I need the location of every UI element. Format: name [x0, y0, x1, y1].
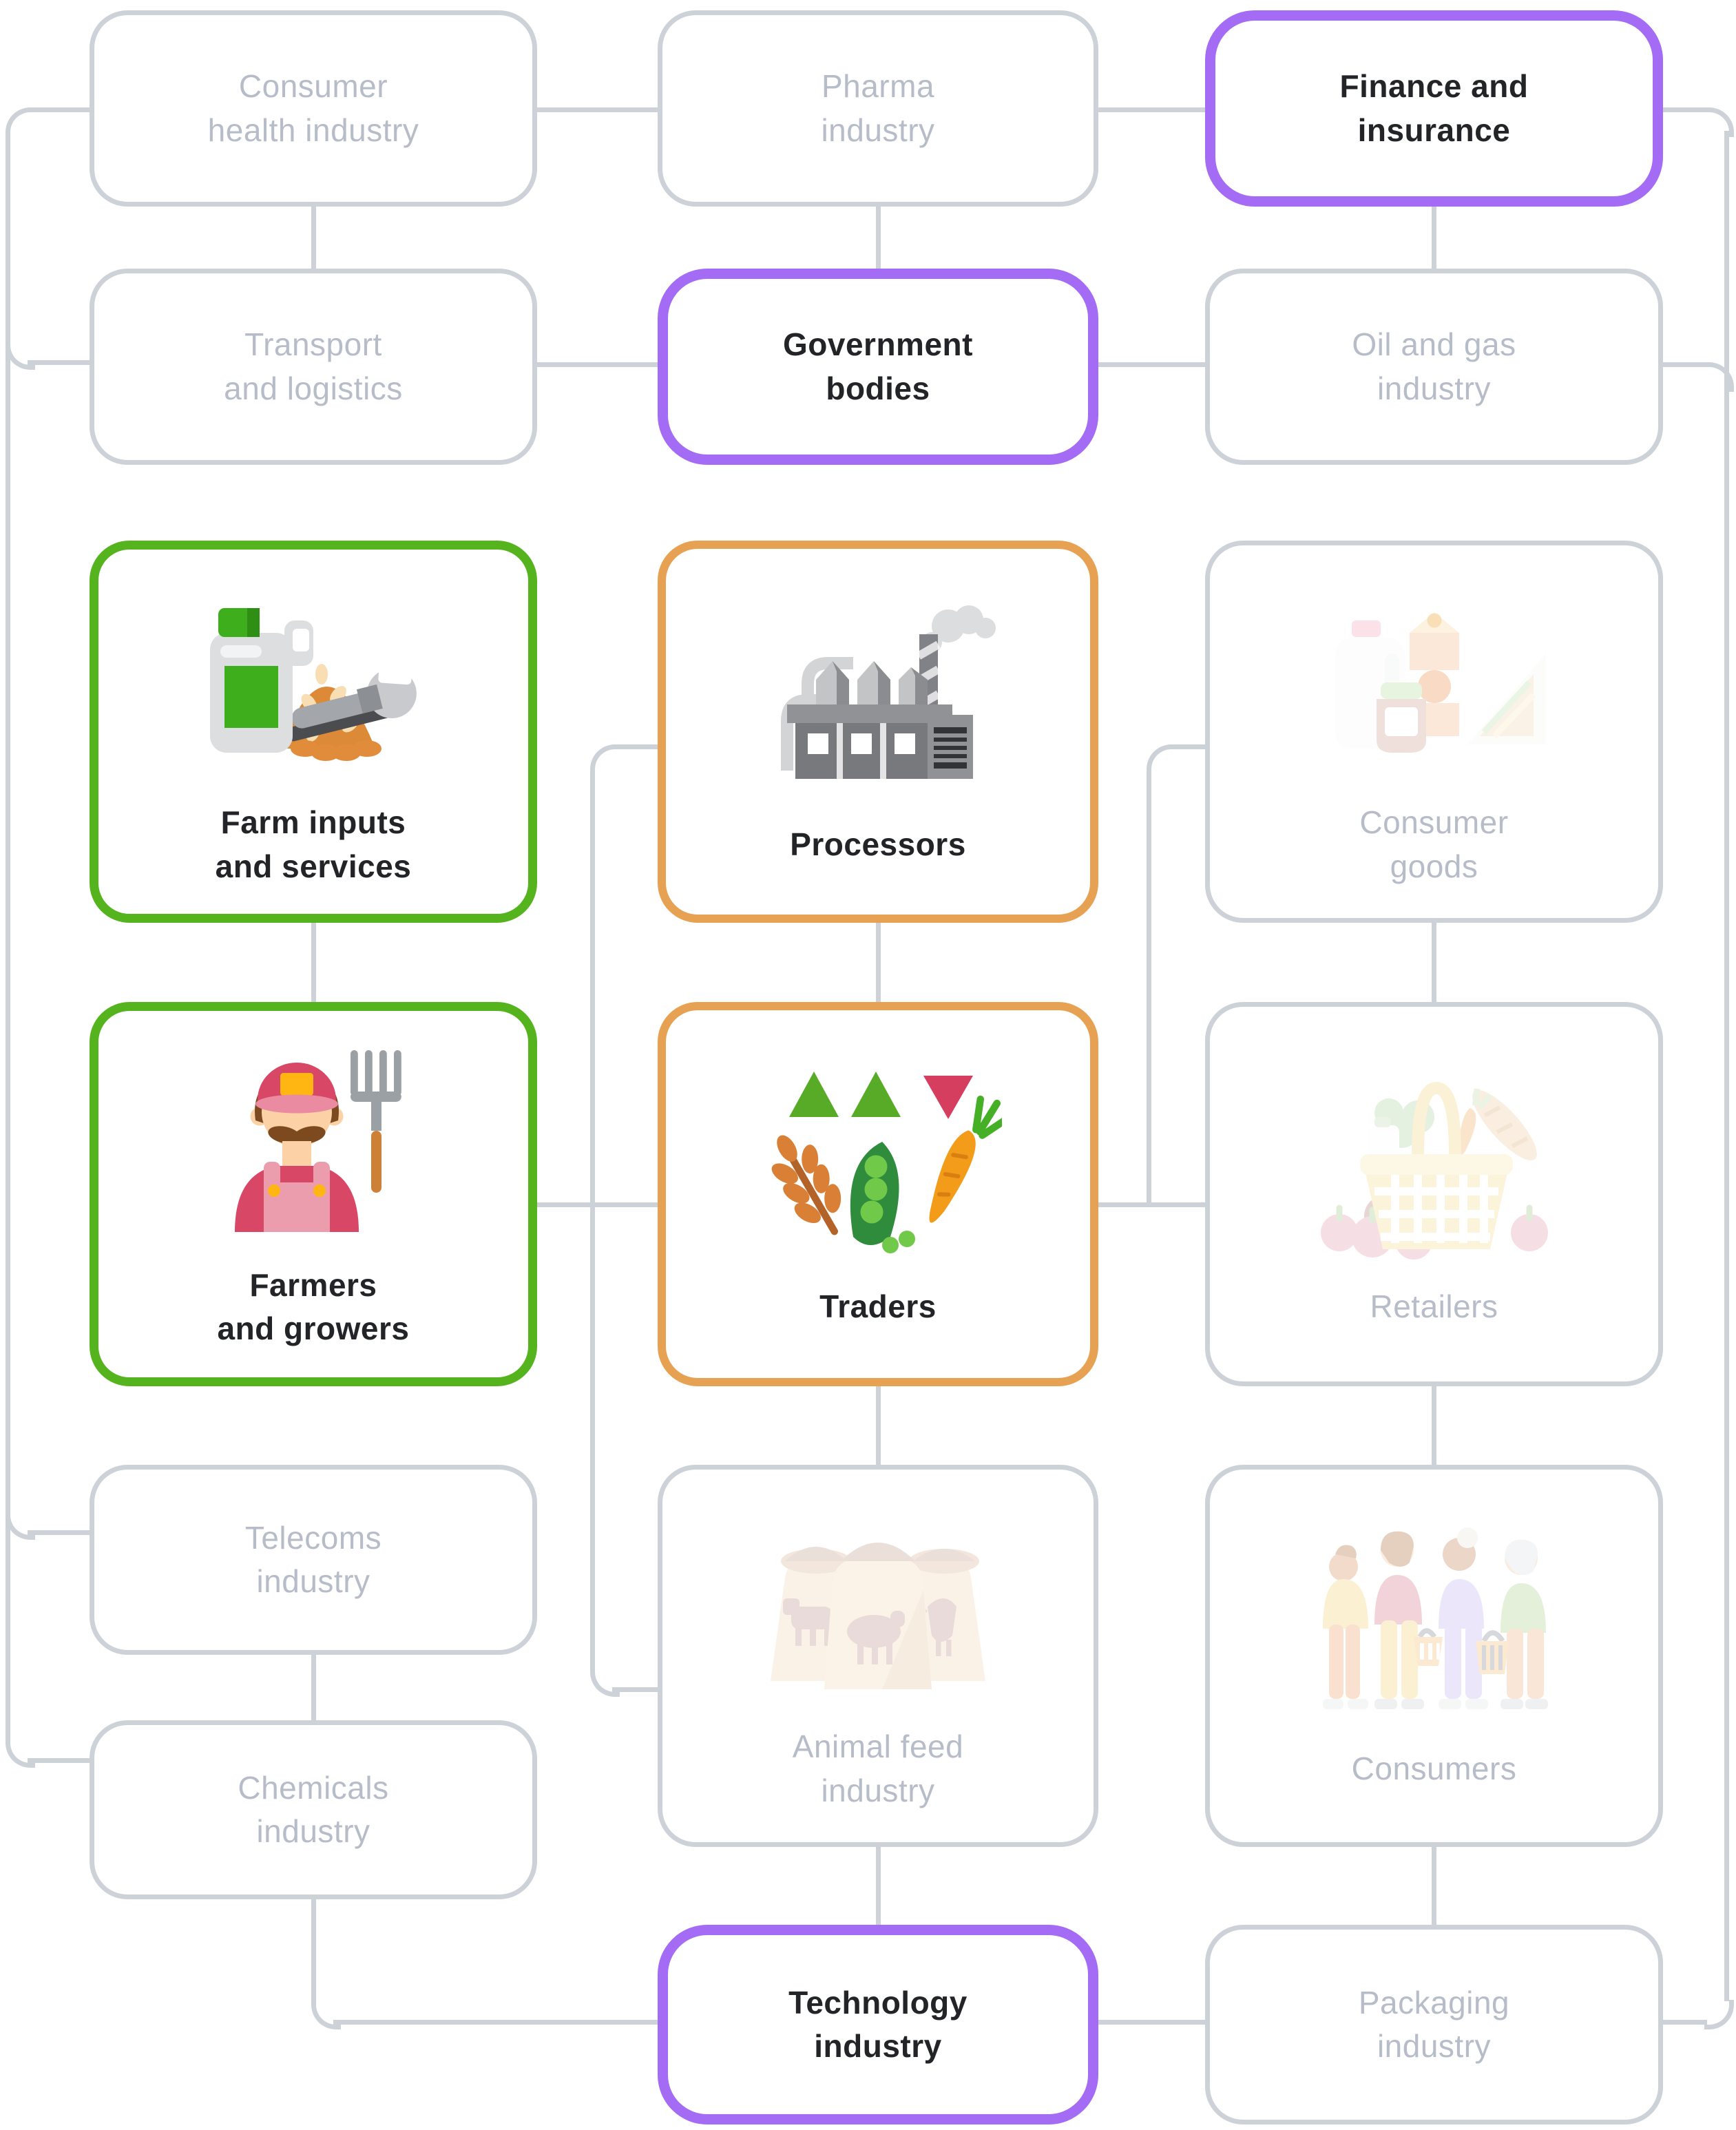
factory-icon: [781, 605, 996, 779]
shopping-basket-icon: [1320, 1082, 1548, 1260]
connector: [1663, 362, 1707, 367]
connector: [1432, 923, 1436, 1002]
connector: [311, 1655, 316, 1720]
connector: [590, 768, 595, 1671]
connector: [6, 131, 10, 1742]
connector: [1663, 107, 1707, 112]
connector: [1432, 1847, 1436, 1925]
connector: [612, 1687, 658, 1692]
connector: [1147, 768, 1151, 1207]
people-shoppers-icon: [1322, 1527, 1548, 1709]
node-retailers[interactable]: Retailers: [1205, 1002, 1663, 1386]
connector-corner: [1704, 362, 1734, 392]
connector-corner: [6, 1510, 35, 1540]
connector-corner: [311, 2000, 341, 2029]
connector: [537, 107, 658, 112]
node-label: Traders: [819, 1288, 937, 1325]
node-traders[interactable]: Traders: [658, 1002, 1098, 1386]
connector: [1098, 362, 1205, 367]
connector: [876, 923, 881, 1002]
connector: [876, 1386, 881, 1465]
connector: [311, 207, 316, 269]
connector-corner: [1704, 107, 1734, 137]
connector: [333, 2020, 658, 2025]
connector: [28, 360, 91, 365]
connector: [876, 1847, 881, 1925]
connector: [1432, 1386, 1436, 1465]
node-label: Consumers: [1351, 1750, 1517, 1786]
connector: [311, 1899, 316, 2003]
connector-corner: [590, 744, 620, 774]
node-label: Retailers: [1370, 1288, 1498, 1325]
connector-corner: [6, 340, 35, 370]
connector-corner: [1147, 744, 1176, 774]
feed-sacks-icon: [771, 1543, 985, 1690]
node-processors[interactable]: Processors: [658, 541, 1098, 923]
connector: [1432, 207, 1436, 269]
connector: [1169, 744, 1205, 749]
consumer-goods-icon: [1335, 612, 1546, 753]
node-consumers[interactable]: Consumers: [1205, 1465, 1663, 1847]
connector: [876, 207, 881, 269]
farmer-icon: [235, 1050, 401, 1232]
farm-inputs-icon: [210, 608, 417, 762]
connector-corner: [590, 1667, 620, 1697]
node-label: Processors: [790, 826, 966, 862]
connector-corner: [6, 107, 35, 137]
connector: [537, 362, 658, 367]
connector: [1098, 1202, 1205, 1207]
connector: [612, 744, 658, 749]
connector-corner: [6, 1738, 35, 1768]
connector: [28, 1530, 91, 1535]
connector: [1098, 107, 1205, 112]
connector-corner: [1704, 2000, 1734, 2029]
connector: [28, 107, 91, 112]
connector: [537, 1202, 658, 1207]
crops-market-icon: [771, 1072, 1002, 1254]
connector: [28, 1758, 91, 1763]
connector: [1663, 2020, 1707, 2025]
connector: [1724, 131, 1729, 2001]
connector: [311, 923, 316, 1002]
connector: [1098, 2020, 1205, 2025]
